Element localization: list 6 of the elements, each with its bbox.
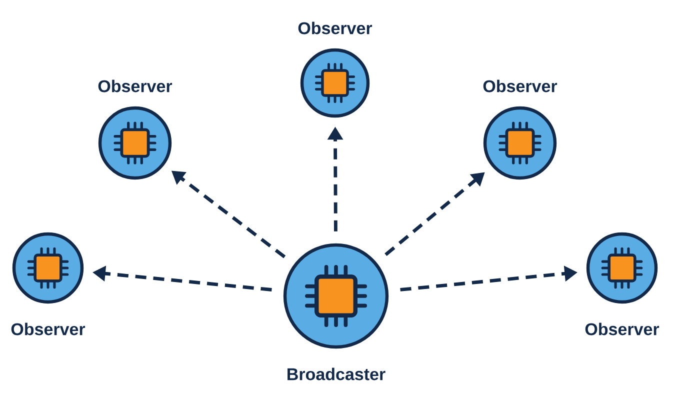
node-label: Observer xyxy=(98,80,172,92)
node-label: Observer xyxy=(483,80,558,92)
node-label: Broadcaster xyxy=(288,368,386,380)
node-label: Observer xyxy=(11,322,86,336)
node-label: Observer xyxy=(585,322,660,336)
node-label: Observer xyxy=(298,22,372,34)
